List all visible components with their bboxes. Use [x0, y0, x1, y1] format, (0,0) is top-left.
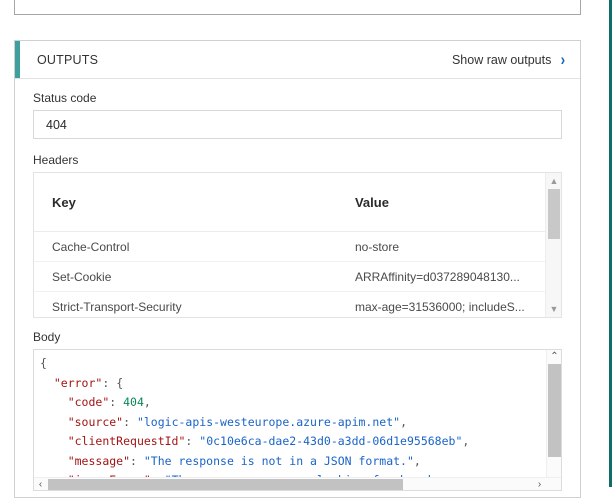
right-rail-highlight — [607, 0, 609, 487]
body-horizontal-scrollbar[interactable]: ‹ › — [34, 477, 561, 490]
previous-card-partial — [14, 0, 581, 15]
outputs-card-body: Status code 404 Headers Key Value Cache-… — [15, 79, 580, 497]
status-code-label: Status code — [33, 91, 97, 105]
json-token: 404 — [123, 395, 144, 409]
json-token: "0c10e6ca-dae2-43d0-a3dd-06d1e95568eb" — [199, 434, 463, 448]
json-token: : — [109, 395, 124, 409]
body-label: Body — [33, 330, 61, 344]
body-code-container[interactable]: { "error": { "code": 404, "source": "log… — [33, 349, 562, 491]
json-token: { — [116, 375, 124, 390]
scroll-up-icon[interactable]: ▲ — [549, 176, 559, 186]
header-value-cell: ARRAffinity=d037289048130... — [336, 261, 561, 292]
json-token: "The response is not in a JSON format." — [143, 453, 414, 468]
json-token: , — [143, 395, 151, 409]
json-token: : — [130, 453, 144, 468]
body-scrollbar-thumb[interactable] — [548, 364, 561, 457]
header-key-cell: Set-Cookie — [34, 261, 337, 292]
json-token: "message" — [67, 453, 131, 468]
json-line: "clientRequestId": "0c10e6ca-dae2-43d0-a… — [40, 434, 470, 448]
show-raw-outputs-label: Show raw outputs — [451, 52, 552, 67]
headers-table-header-row: Key Value — [34, 173, 561, 232]
outputs-card-header: OUTPUTS Show raw outputs › — [15, 41, 580, 79]
json-token: , — [413, 453, 421, 468]
json-token: , — [400, 414, 407, 429]
chevron-right-icon: › — [560, 50, 566, 69]
json-token: "source" — [67, 414, 124, 429]
column-header-value: Value — [336, 173, 561, 232]
json-token: "code" — [67, 395, 110, 409]
json-token: : — [102, 375, 117, 390]
status-code-value[interactable]: 404 — [33, 110, 562, 139]
json-line: "code": 404, — [40, 395, 151, 409]
right-edge-rail — [609, 0, 612, 487]
json-token: : — [185, 434, 200, 448]
json-token: : — [123, 414, 137, 429]
body-scroll-up-icon[interactable]: ⌃ — [550, 351, 559, 362]
headers-vertical-scrollbar[interactable]: ▲ ▼ — [545, 173, 561, 317]
json-line: "error": { — [40, 376, 123, 390]
card-accent-bar — [15, 41, 20, 78]
json-line: "source": "logic-apis-westeurope.azure-a… — [40, 415, 407, 429]
outputs-card: OUTPUTS Show raw outputs › Status code 4… — [14, 40, 581, 498]
json-token: "logic-apis-westeurope.azure-apim.net" — [136, 414, 401, 429]
headers-scrollbar-thumb[interactable] — [548, 189, 560, 239]
header-value-cell: max-age=31536000; includeS... — [336, 291, 561, 317]
body-scroll-left-icon[interactable]: ‹ — [38, 479, 43, 490]
scroll-down-icon[interactable]: ▼ — [549, 304, 559, 314]
outputs-title: OUTPUTS — [37, 52, 99, 67]
body-vertical-scrollbar[interactable]: ⌃ — [546, 350, 561, 477]
json-token: , — [462, 434, 470, 448]
headers-label: Headers — [33, 153, 79, 167]
json-token: { — [40, 356, 47, 370]
header-value-cell: no-store — [336, 231, 561, 262]
json-line: { — [40, 356, 47, 370]
body-scroll-right-icon[interactable]: › — [537, 479, 542, 490]
header-key-cell: Strict-Transport-Security — [34, 291, 337, 317]
header-key-cell: Cache-Control — [34, 231, 337, 262]
json-token: "error" — [53, 375, 103, 390]
column-header-key: Key — [34, 173, 337, 232]
json-token: "clientRequestId" — [67, 434, 186, 448]
body-json-content[interactable]: { "error": { "code": 404, "source": "log… — [34, 350, 561, 490]
json-line: "message": "The response is not in a JSO… — [40, 454, 421, 468]
body-hscrollbar-thumb[interactable] — [48, 479, 403, 490]
show-raw-outputs-link[interactable]: Show raw outputs › — [452, 51, 566, 68]
